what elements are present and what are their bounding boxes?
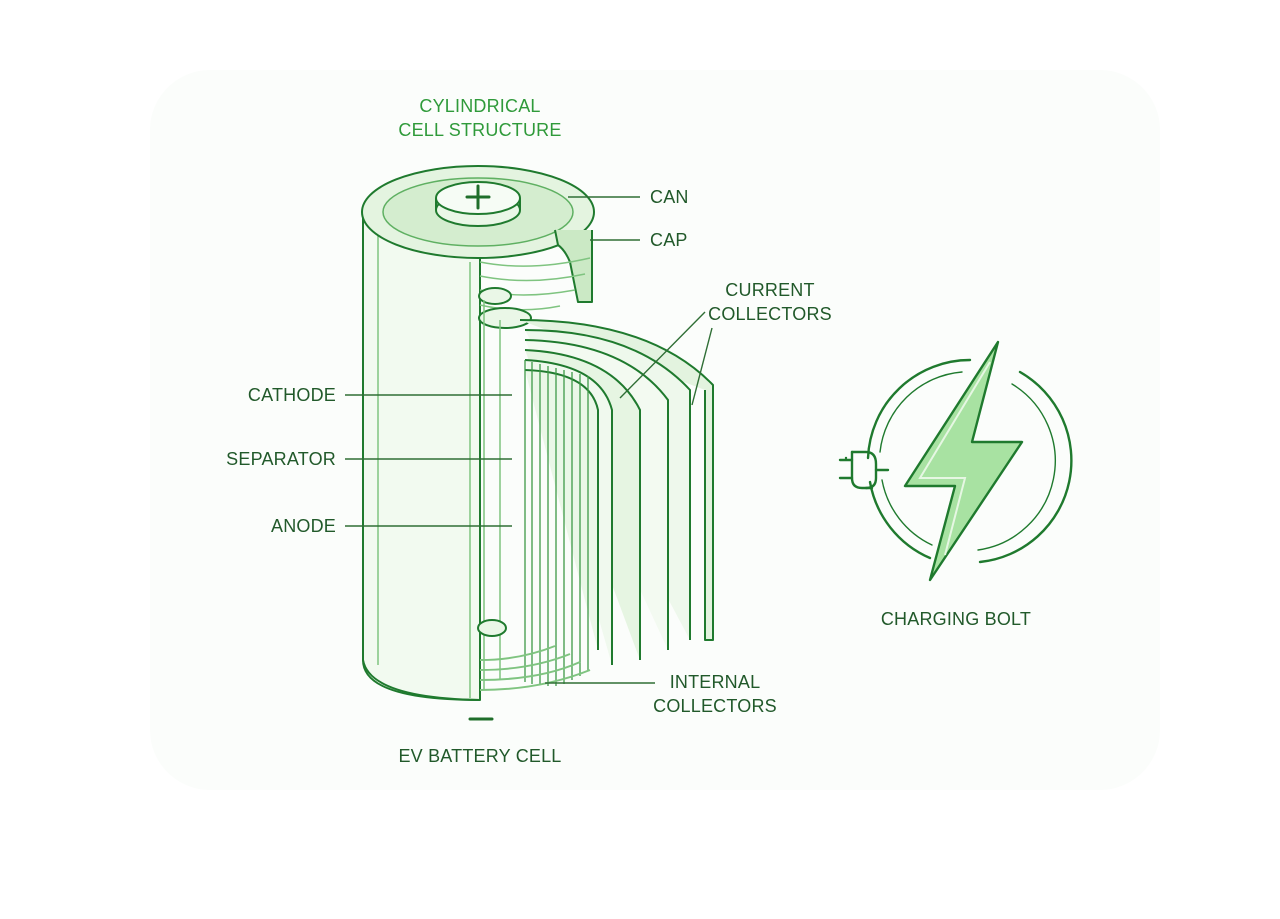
label-internal-collectors-line2: COLLECTORS [653, 696, 777, 716]
diagram-title: CYLINDRICAL CELL STRUCTURE [380, 94, 580, 142]
label-current-collectors-line2: COLLECTORS [708, 304, 832, 324]
label-current-collectors-line1: CURRENT [725, 280, 815, 300]
label-current-collectors: CURRENT COLLECTORS [705, 278, 835, 326]
leader-current-collectors-2 [691, 327, 713, 406]
label-can: CAN [650, 187, 689, 207]
label-cap: CAP [650, 230, 688, 250]
diagram-title-line1: CYLINDRICAL [419, 96, 541, 116]
label-cathode: CATHODE [247, 385, 336, 405]
label-separator: SEPARATOR [226, 449, 336, 469]
diagram-title-line2: CELL STRUCTURE [398, 120, 562, 140]
label-anode: ANODE [270, 516, 336, 536]
label-internal-collectors: INTERNAL COLLECTORS [650, 670, 780, 718]
caption-ev-battery-cell: EV BATTERY CELL [398, 746, 562, 766]
caption-charging-bolt: CHARGING BOLT [880, 609, 1032, 629]
leader-current-collectors-1 [619, 311, 706, 399]
label-internal-collectors-line1: INTERNAL [669, 672, 761, 692]
